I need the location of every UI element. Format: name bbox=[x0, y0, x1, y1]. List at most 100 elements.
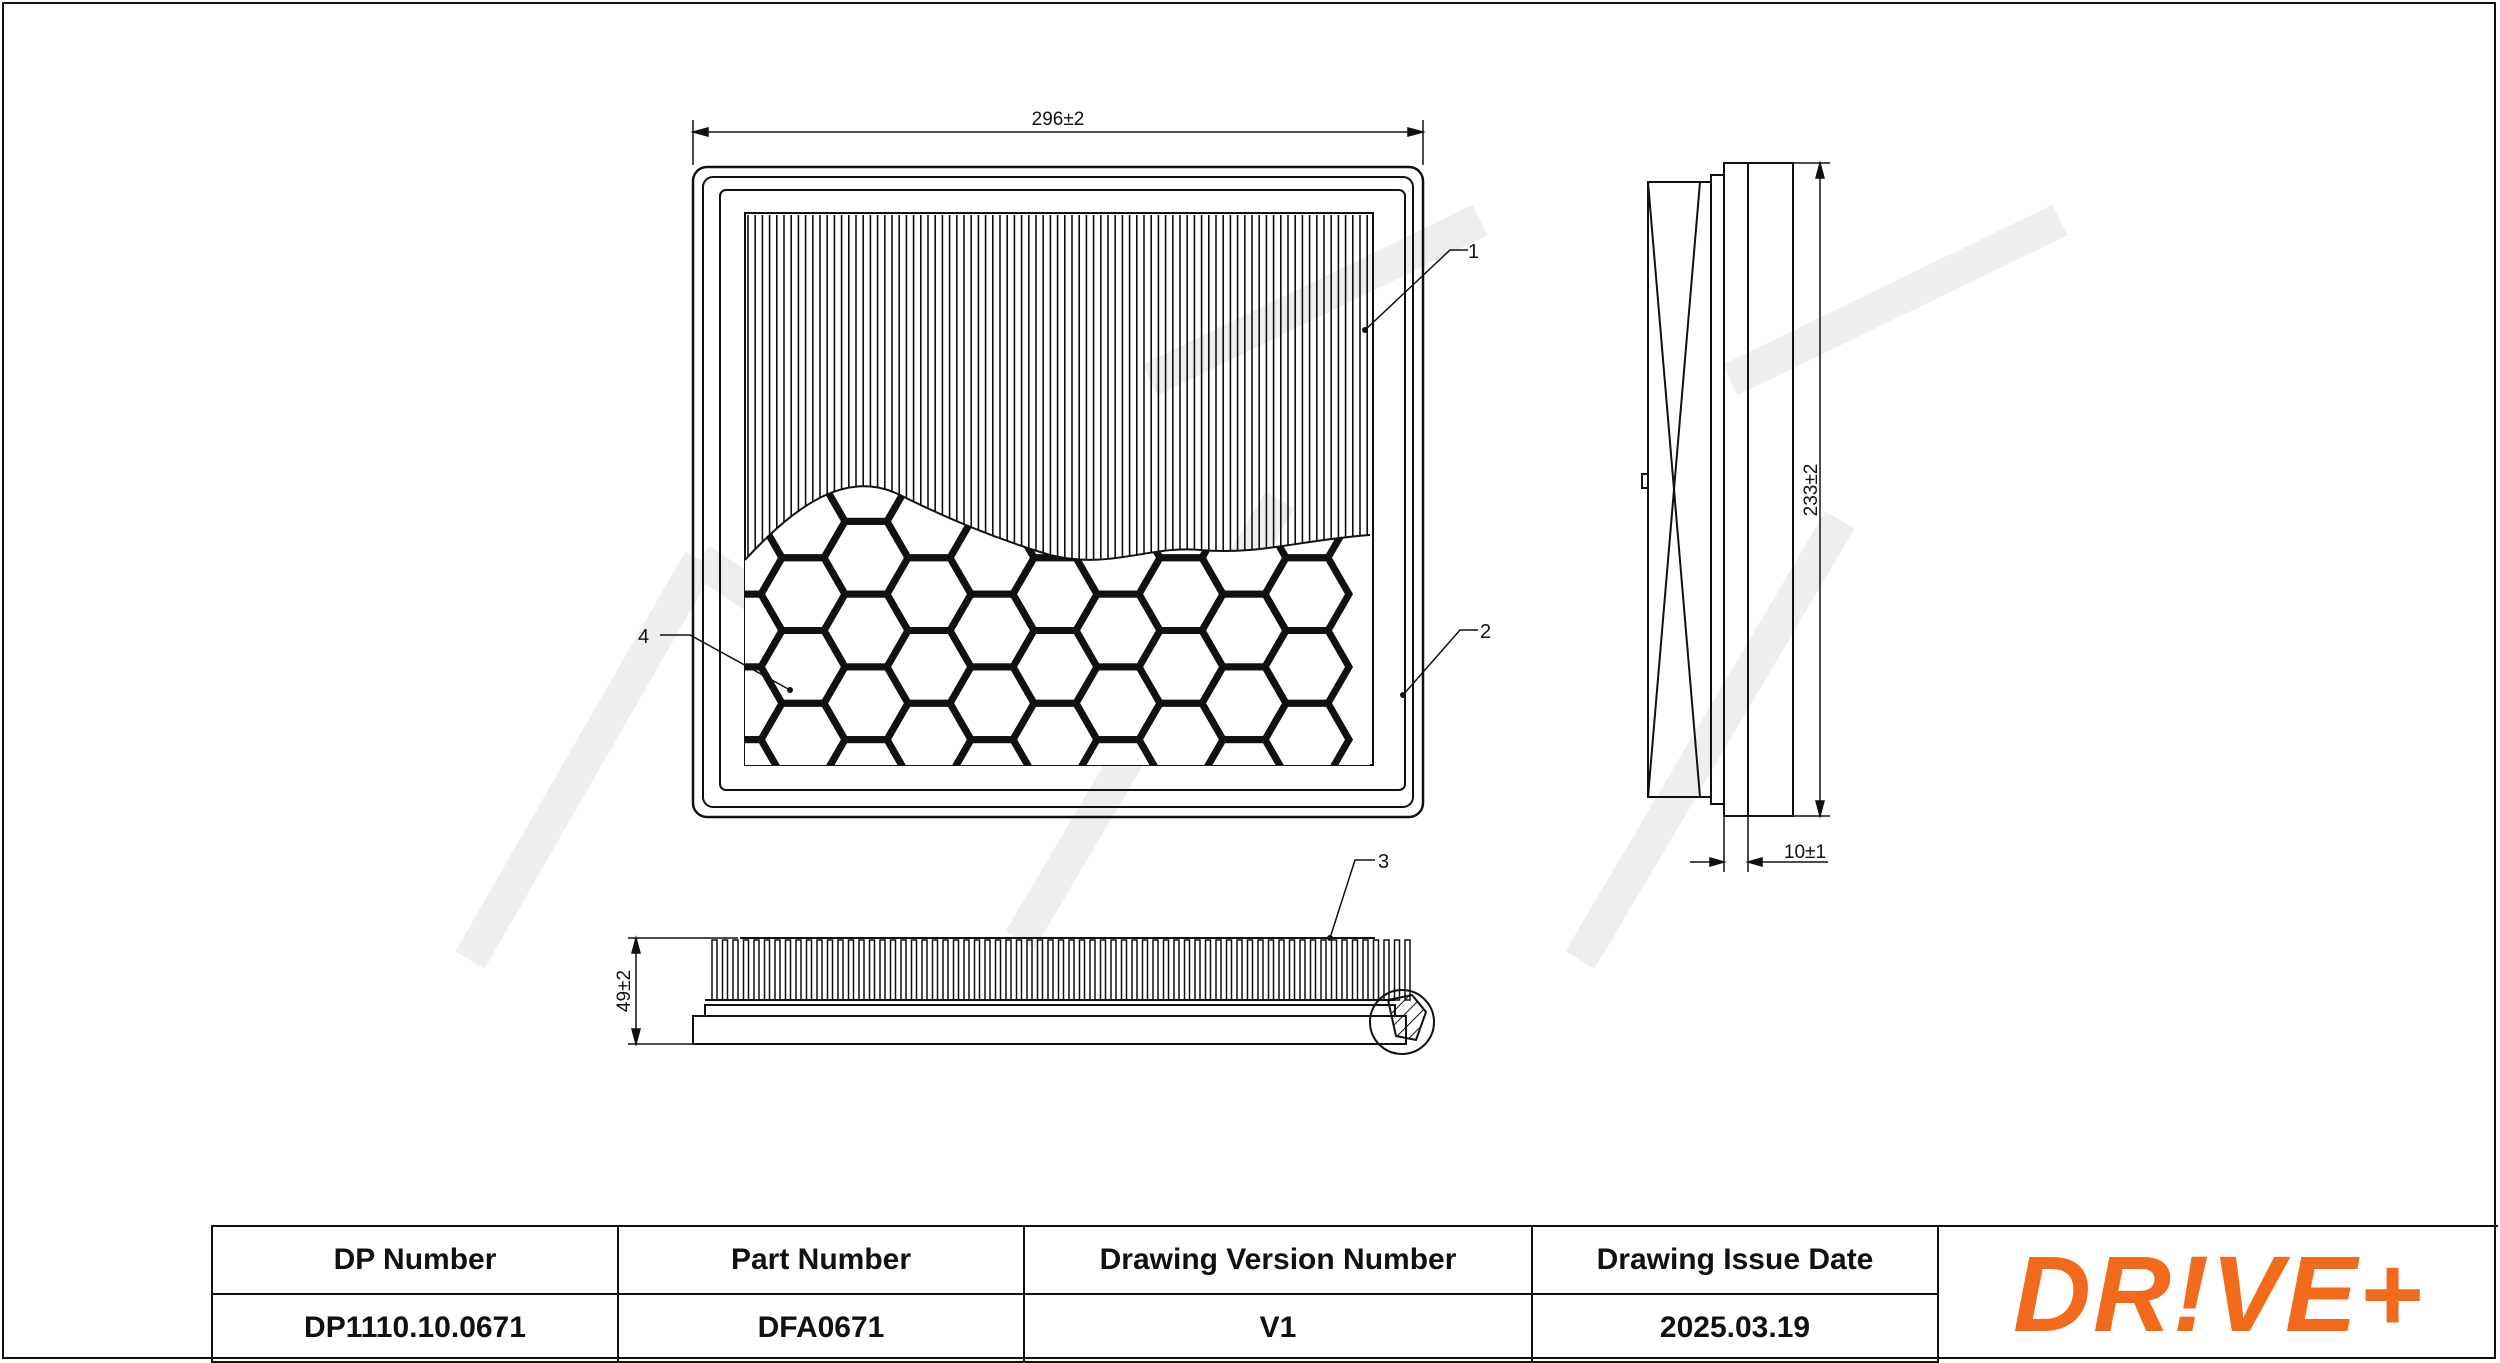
detail-circle bbox=[1369, 989, 1435, 1055]
hex-cell bbox=[945, 736, 1039, 765]
bottom-pleats bbox=[711, 939, 1411, 1001]
bottom-pleat bbox=[1026, 939, 1033, 1001]
hex-cell bbox=[1139, 849, 1223, 922]
bottom-pleat bbox=[1162, 939, 1170, 1001]
hex-cell bbox=[698, 812, 782, 885]
bottom-pleat bbox=[1089, 939, 1096, 1001]
width-dimension bbox=[690, 120, 1426, 165]
width-dimension-label: 296±2 bbox=[1032, 109, 1085, 130]
bottom-pleat bbox=[1299, 939, 1306, 1001]
bottom-pleat bbox=[879, 939, 886, 1001]
hex-cell bbox=[1197, 736, 1291, 765]
hex-cell bbox=[1071, 736, 1165, 765]
bottom-pleat bbox=[1267, 939, 1275, 1001]
bottom-pleat bbox=[963, 939, 970, 1001]
bottom-pleat bbox=[952, 939, 960, 1001]
bottom-pleat bbox=[921, 939, 928, 1001]
hex-cell bbox=[1139, 776, 1223, 849]
header-part-number: Part Number bbox=[619, 1227, 1025, 1295]
depth-dimension-label: 49±2 bbox=[614, 970, 635, 1012]
value-dp-number: DP1110.10.0671 bbox=[213, 1295, 619, 1363]
bottom-pleat bbox=[1225, 939, 1233, 1001]
callout-1: 1 bbox=[1468, 241, 1479, 263]
bottom-pleat bbox=[1330, 939, 1338, 1001]
flange-dimension bbox=[1690, 804, 1828, 872]
bottom-pleat bbox=[1057, 939, 1065, 1001]
header-issue-date: Drawing Issue Date bbox=[1533, 1227, 1939, 1295]
bottom-pleat bbox=[1383, 939, 1390, 1001]
callout-3: 3 bbox=[1378, 851, 1389, 873]
bottom-pleat bbox=[1036, 939, 1044, 1001]
bottom-pleat bbox=[742, 939, 750, 1001]
hex-cell bbox=[1265, 776, 1349, 849]
bottom-pleat bbox=[900, 939, 907, 1001]
bottom-pleat bbox=[1005, 939, 1012, 1001]
hex-cell bbox=[824, 812, 908, 885]
hex-cell bbox=[1071, 486, 1165, 525]
bottom-pleat bbox=[1183, 939, 1191, 1001]
bottom-pleat bbox=[1278, 939, 1285, 1001]
bottom-pleat bbox=[816, 939, 823, 1001]
bottom-pleat bbox=[805, 939, 813, 1001]
callout-1-leader bbox=[1364, 249, 1468, 331]
bottom-pleat bbox=[1341, 939, 1348, 1001]
callout-4: 4 bbox=[638, 626, 649, 648]
bottom-pleat bbox=[1152, 939, 1159, 1001]
hex-cell bbox=[887, 849, 971, 922]
bottom-pleat bbox=[1015, 939, 1023, 1001]
bottom-pleat bbox=[711, 939, 718, 1001]
bottom-pleat bbox=[1120, 939, 1128, 1001]
bottom-pleat bbox=[973, 939, 981, 1001]
value-version: V1 bbox=[1025, 1295, 1533, 1363]
callout-2: 2 bbox=[1480, 621, 1491, 643]
bottom-pleat bbox=[994, 939, 1002, 1001]
bottom-pleat bbox=[784, 939, 792, 1001]
filter-bottom-view bbox=[692, 937, 1407, 1045]
bottom-pleat bbox=[910, 939, 918, 1001]
bottom-pleat bbox=[889, 939, 897, 1001]
bottom-pleat bbox=[1099, 939, 1107, 1001]
bottom-pleat bbox=[1320, 939, 1327, 1001]
value-issue-date: 2025.03.19 bbox=[1533, 1295, 1939, 1363]
bottom-pleat bbox=[763, 939, 771, 1001]
bottom-pleat bbox=[1204, 939, 1212, 1001]
bottom-pleat bbox=[1246, 939, 1254, 1001]
header-dp-number: DP Number bbox=[213, 1227, 619, 1295]
height-dimension-label: 233±2 bbox=[1801, 464, 1822, 517]
callout-3-leader bbox=[1329, 859, 1375, 939]
bottom-pleat bbox=[1068, 939, 1075, 1001]
flange-dimension-label: 10±1 bbox=[1784, 842, 1826, 863]
height-dimension bbox=[1793, 160, 1830, 819]
bottom-pleat bbox=[1173, 939, 1180, 1001]
hex-mesh bbox=[698, 486, 1370, 922]
header-version: Drawing Version Number bbox=[1025, 1227, 1533, 1295]
bottom-pleat bbox=[1351, 939, 1359, 1001]
bottom-pleat bbox=[942, 939, 949, 1001]
hex-cell bbox=[761, 849, 845, 922]
callout-2-leader bbox=[1402, 629, 1478, 696]
bottom-pleat bbox=[1215, 939, 1222, 1001]
bottom-pleat bbox=[826, 939, 834, 1001]
filter-side-view bbox=[1641, 162, 1794, 817]
bottom-pleat bbox=[1110, 939, 1117, 1001]
bottom-pleat bbox=[732, 939, 739, 1001]
bottom-pleat bbox=[1257, 939, 1264, 1001]
bottom-pleat bbox=[795, 939, 802, 1001]
bottom-pleat bbox=[1047, 939, 1054, 1001]
bottom-pleat bbox=[847, 939, 855, 1001]
bottom-pleat bbox=[1372, 939, 1380, 1001]
bottom-pleat bbox=[1194, 939, 1201, 1001]
hex-cell bbox=[761, 776, 845, 849]
bottom-pleat bbox=[1362, 939, 1369, 1001]
hex-cell bbox=[1202, 812, 1286, 885]
depth-dimension bbox=[628, 935, 738, 1047]
bottom-pleat bbox=[858, 939, 865, 1001]
hex-cell bbox=[745, 736, 787, 765]
bottom-pleat bbox=[868, 939, 876, 1001]
value-part-number: DFA0671 bbox=[619, 1295, 1025, 1363]
bottom-pleat bbox=[1288, 939, 1296, 1001]
drive-logo: DR!VE+ bbox=[2012, 1233, 2425, 1354]
bottom-pleat bbox=[931, 939, 939, 1001]
